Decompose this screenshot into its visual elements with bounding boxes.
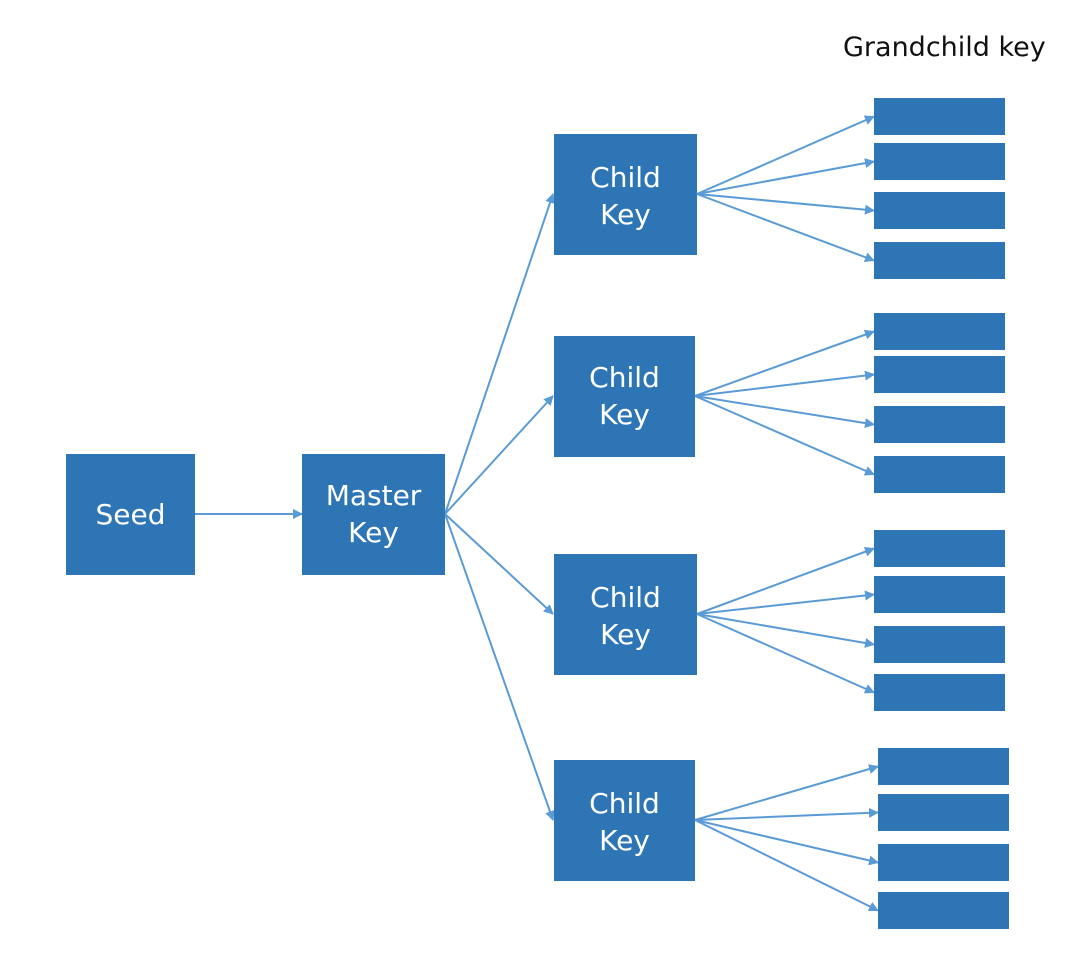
arrow-child-to-grandchild: [694, 764, 879, 821]
arrow-master-to-child-4: [444, 513, 555, 821]
arrow-child-to-grandchild: [694, 395, 875, 429]
grandchild-key-box: [874, 313, 1005, 350]
grandchild-key-box: [874, 242, 1005, 279]
seed-node: Seed: [66, 454, 195, 575]
child-key-node: Child Key: [554, 760, 695, 881]
grandchild-key-box: [878, 794, 1009, 831]
arrow-child-to-grandchild: [696, 613, 875, 648]
grandchild-key-box: [874, 143, 1005, 180]
arrow-child-to-grandchild: [694, 370, 875, 397]
arrow-child-to-grandchild: [694, 819, 879, 866]
grandchild-key-box: [874, 576, 1005, 613]
grandchild-keys: [694, 98, 1009, 929]
arrow-child-to-grandchild: [696, 193, 875, 263]
arrow-master-to-child-1: [444, 193, 555, 515]
grandchild-key-box: [874, 626, 1005, 663]
arrow-child-to-grandchild: [694, 395, 875, 476]
grandchild-key-box: [874, 456, 1005, 493]
seed-label: Seed: [96, 498, 166, 531]
child-key-label-line-2: Key: [600, 618, 651, 651]
child-key-label-line-1: Child: [589, 361, 660, 394]
grandchild-key-header: Grandchild key: [843, 32, 1046, 63]
child-key-label-line-1: Child: [590, 161, 661, 194]
arrow-child-to-grandchild: [696, 546, 875, 615]
child-key-node: Child Key: [554, 554, 697, 675]
grandchild-key-box: [874, 406, 1005, 443]
child-key-label-line-2: Key: [599, 398, 650, 431]
arrow-child-to-grandchild: [696, 158, 875, 195]
arrow-child-to-grandchild: [696, 115, 875, 195]
arrow-master-to-child-2: [444, 395, 554, 515]
child-key-node: Child Key: [554, 134, 697, 255]
master-key-label-line-1: Master: [326, 479, 422, 512]
arrow-child-to-grandchild: [696, 193, 875, 215]
grandchild-key-box: [874, 674, 1005, 711]
child-key-label-line-1: Child: [589, 787, 660, 820]
master-key-label-line-2: Key: [348, 516, 399, 549]
master-key-node: Master Key: [302, 454, 445, 575]
grandchild-key-box: [874, 192, 1005, 229]
child-key-node: Child Key: [554, 336, 695, 457]
edges: [195, 193, 555, 821]
grandchild-key-box: [878, 892, 1009, 929]
child-key-label-line-2: Key: [600, 198, 651, 231]
grandchild-key-box: [874, 98, 1005, 135]
arrow-child-to-grandchild: [694, 819, 879, 912]
arrow-child-to-grandchild: [696, 613, 875, 694]
arrow-master-to-child-3: [444, 513, 554, 615]
arrow-child-to-grandchild: [696, 590, 875, 615]
grandchild-key-box: [874, 530, 1005, 567]
grandchild-key-box: [874, 356, 1005, 393]
grandchild-key-box: [878, 844, 1009, 881]
child-key-label-line-1: Child: [590, 581, 661, 614]
arrow-child-to-grandchild: [694, 807, 879, 821]
grandchild-key-box: [878, 748, 1009, 785]
arrow-child-to-grandchild: [694, 329, 875, 397]
child-key-label-line-2: Key: [599, 824, 650, 857]
